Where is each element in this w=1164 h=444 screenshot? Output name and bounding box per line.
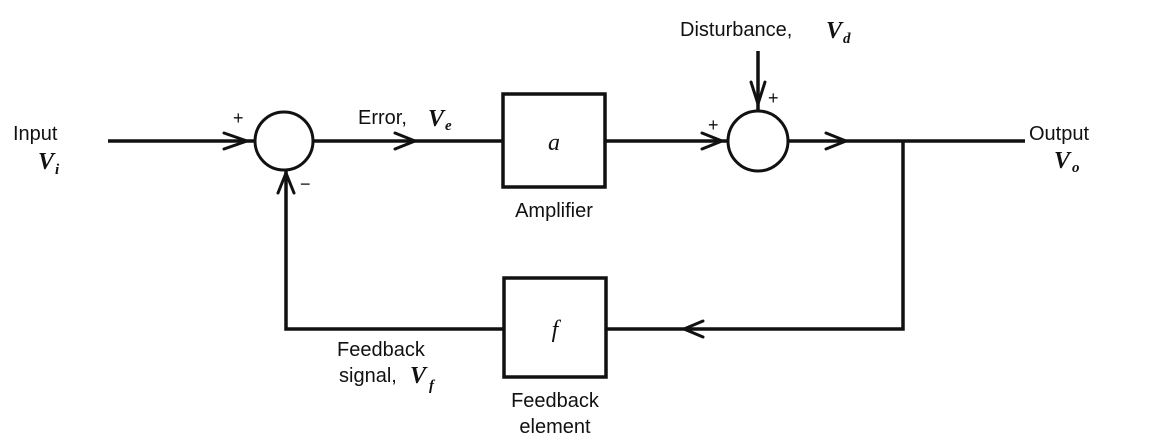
feedback-signal-label-line1: Feedback	[337, 339, 426, 361]
sum2-plus-sign-top: +	[768, 88, 779, 108]
output-symbol: V	[1054, 148, 1072, 174]
feedback-element-caption-line2: element	[519, 416, 591, 438]
feedback-signal-subscript: f	[429, 378, 436, 394]
feedback-element-caption-line1: Feedback	[511, 390, 600, 412]
amplifier-symbol: a	[548, 130, 560, 156]
summing-junction-1	[253, 110, 315, 172]
amplifier-output-arrowhead	[700, 131, 724, 151]
sum2-plus-sign-left: +	[708, 115, 719, 135]
summing-junction-2	[726, 109, 790, 173]
disturbance-label: Disturbance,	[680, 19, 792, 41]
amplifier-caption: Amplifier	[515, 200, 593, 222]
disturbance-arrowhead	[749, 80, 767, 106]
feedback-signal-line	[284, 170, 504, 331]
output-label: Output	[1029, 123, 1089, 145]
feedback-signal-arrowhead	[276, 171, 296, 195]
input-label: Input	[13, 123, 58, 145]
disturbance-subscript: d	[843, 31, 851, 47]
sum1-minus-sign: −	[300, 174, 311, 194]
output-subscript: o	[1072, 160, 1080, 176]
feedback-signal-symbol: V	[410, 363, 428, 389]
feedback-element-symbol: f	[552, 317, 562, 343]
disturbance-symbol: V	[826, 18, 844, 44]
feedback-signal-label-line2: signal,	[339, 365, 397, 387]
input-arrowhead	[222, 131, 249, 151]
error-subscript: e	[445, 118, 452, 134]
input-symbol: V	[38, 149, 56, 175]
output-arrowhead	[824, 131, 848, 151]
error-label: Error,	[358, 107, 407, 129]
error-arrowhead	[393, 131, 417, 151]
sum1-plus-sign: +	[233, 108, 244, 128]
error-symbol: V	[428, 106, 446, 132]
input-subscript: i	[55, 162, 60, 178]
feedback-return-line	[607, 141, 905, 331]
feedback-return-arrowhead	[682, 319, 705, 339]
